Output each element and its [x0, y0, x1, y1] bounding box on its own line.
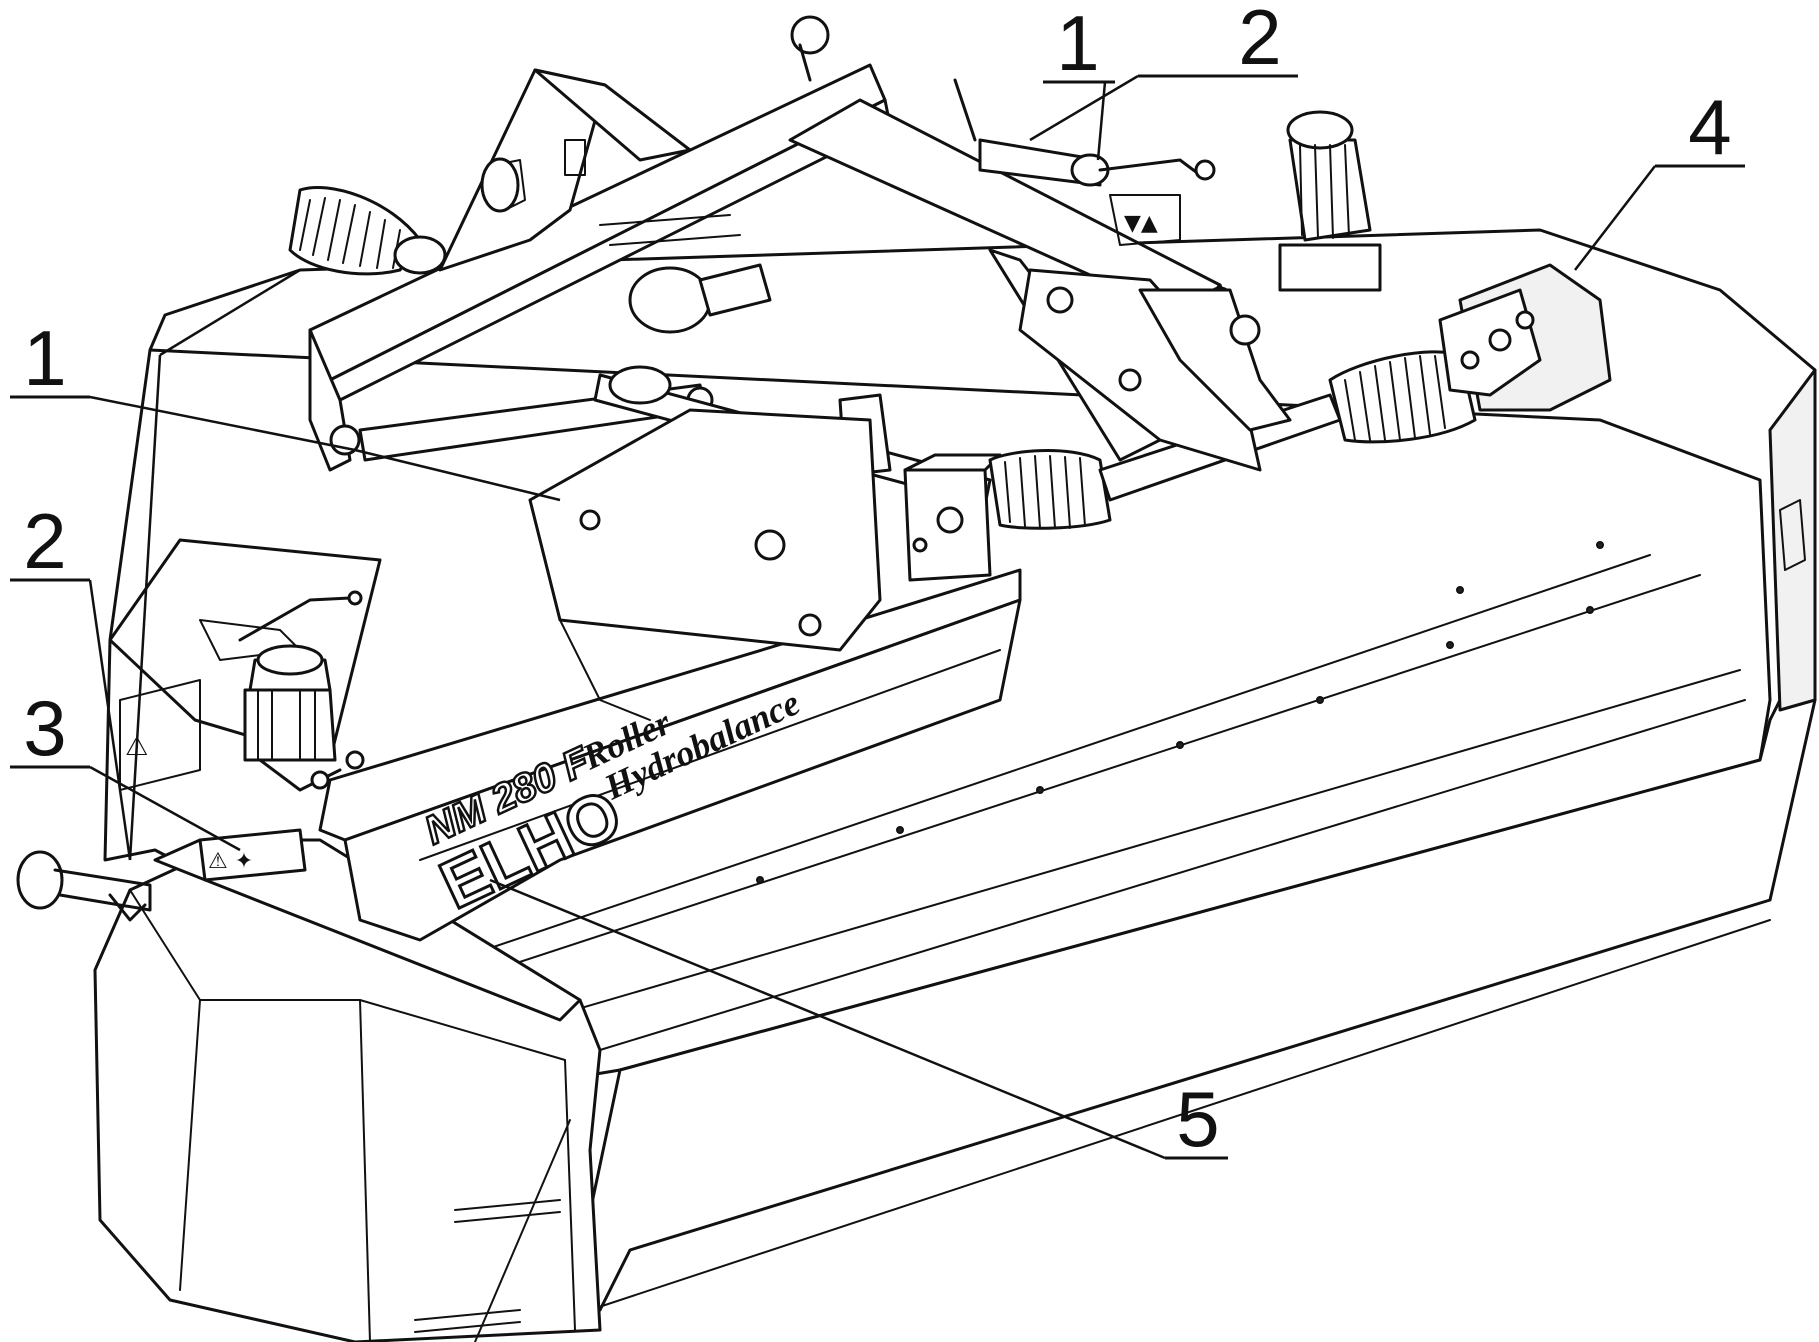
rear-frame — [308, 15, 1232, 472]
top-cylinder: ▼▲ — [953, 78, 1216, 246]
callout-5: 5 — [1165, 1075, 1228, 1163]
callout-1-top: 1 — [1043, 0, 1115, 87]
callout-number: 5 — [1176, 1075, 1219, 1163]
front-rivets — [756, 541, 1604, 884]
svg-text:⚠ ✦: ⚠ ✦ — [208, 849, 253, 874]
callout-leaders — [88, 74, 1656, 1160]
left-gearbox — [243, 644, 365, 792]
right-reservoir — [1278, 110, 1382, 292]
callout-4: 4 — [1655, 83, 1745, 171]
callout-number: 2 — [1238, 0, 1281, 81]
callout-number: 4 — [1688, 83, 1731, 171]
callout-2-top: 2 — [1138, 0, 1298, 81]
left-bellows — [288, 185, 447, 276]
lift-handle — [16, 850, 152, 922]
callout-3: 3 — [10, 684, 90, 772]
mid-cylinder — [599, 214, 772, 334]
callout-2-left: 2 — [10, 497, 90, 585]
right-drive — [1328, 263, 1612, 444]
callout-1-left: 1 — [10, 314, 90, 402]
callout-number: 2 — [23, 497, 66, 585]
callout-number: 1 — [23, 314, 66, 402]
svg-text:▼▲: ▼▲ — [1124, 211, 1158, 236]
callout-number: 1 — [1056, 0, 1099, 87]
center-linkage — [329, 268, 1342, 721]
callout-number: 3 — [23, 684, 66, 772]
